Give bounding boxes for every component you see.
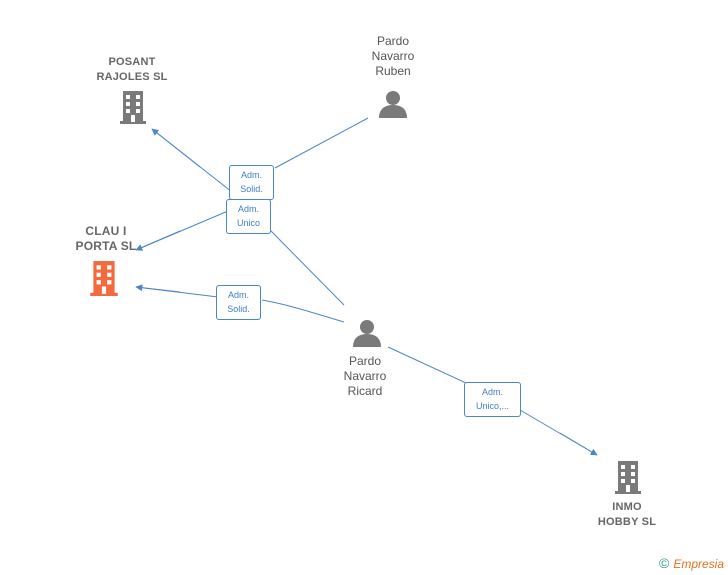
person-label-ricard[interactable]: Pardo Navarro Ricard: [343, 354, 387, 398]
company-label-posant[interactable]: POSANT RAJOLES SL: [96, 56, 168, 83]
person-label-ruben[interactable]: Pardo Navarro Ruben: [371, 34, 415, 78]
building-icon[interactable]: [88, 260, 120, 296]
edge-ruben-posant-arrowseg: [151, 128, 201, 168]
brand-logo: ©Empresia: [659, 555, 724, 571]
brand-name: Empresia: [673, 557, 724, 571]
edge-ricard-inmo-arrowseg: [559, 432, 598, 456]
edge-badge-ricard-clau-unico[interactable]: Adm. Unico: [226, 199, 271, 234]
building-icon[interactable]: [118, 90, 148, 124]
company-label-clau[interactable]: CLAU I PORTA SL: [75, 224, 137, 253]
edge-badge-ricard-inmo[interactable]: Adm. Unico,...: [464, 382, 521, 417]
company-label-inmo[interactable]: INMO HOBBY SL: [597, 501, 657, 528]
person-icon[interactable]: [378, 89, 408, 119]
person-icon[interactable]: [352, 318, 382, 348]
edge-badge-ruben-posant[interactable]: Adm. Solid.: [229, 165, 274, 200]
copyright-icon: ©: [658, 555, 670, 571]
edge-ricard-clau-solid-arrowseg: [135, 284, 181, 293]
building-icon[interactable]: [613, 460, 643, 494]
edge-badge-ricard-clau-solid[interactable]: Adm. Solid.: [216, 285, 261, 320]
edge-ricard-clau-unico-arrowseg: [135, 230, 181, 251]
